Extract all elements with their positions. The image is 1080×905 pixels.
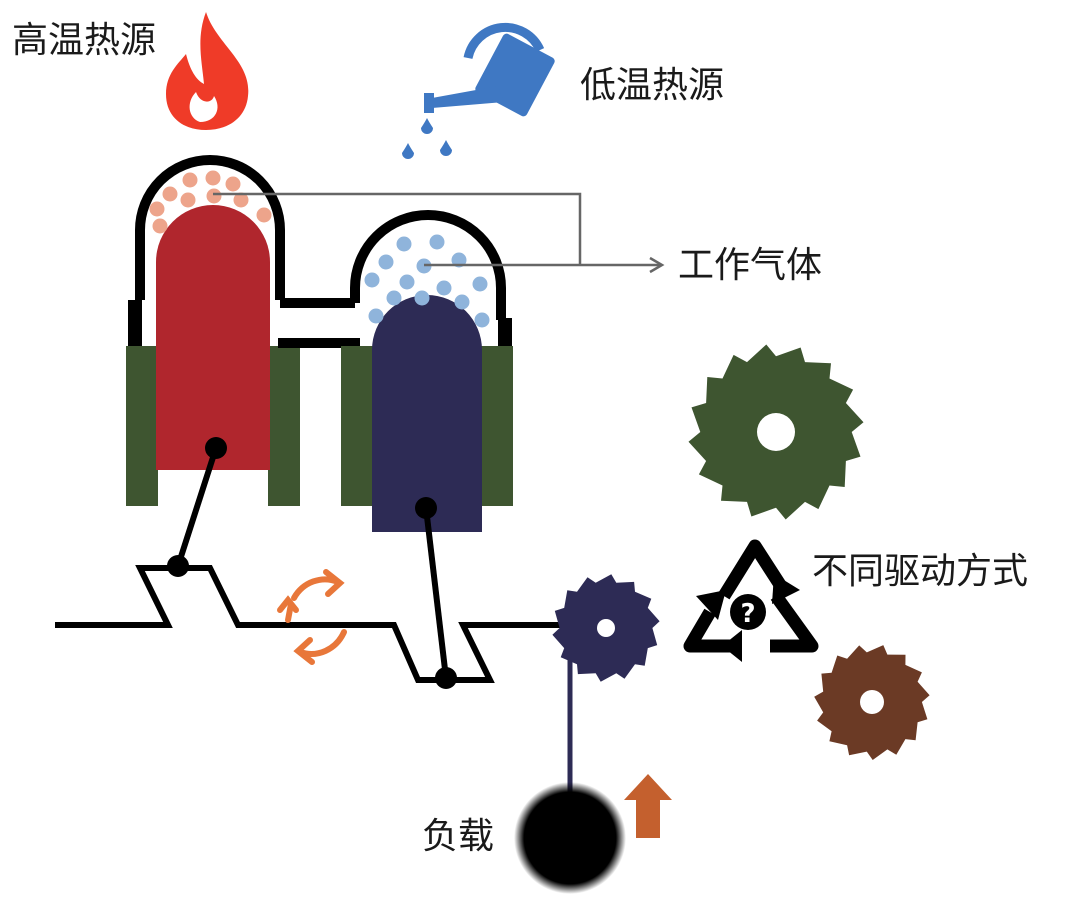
cold-cylinder-jacket-left [341, 346, 373, 506]
navy-gear-hole [597, 619, 615, 637]
crankshaft [55, 565, 610, 683]
cold-gas-particles [364, 234, 490, 328]
connecting-rods [175, 447, 449, 679]
up-arrow-icon [624, 774, 672, 838]
hot-source-label: 高温热源 [12, 20, 156, 61]
drive-modes-label: 不同驱动方式 [812, 551, 1028, 592]
watering-can-icon [402, 22, 555, 159]
hot-cylinder [126, 155, 300, 506]
cold-source-label: 低温热源 [580, 65, 724, 106]
pivot-joints [167, 437, 457, 689]
working-gas-label: 工作气体 [678, 245, 822, 286]
connecting-pipe [278, 298, 360, 348]
question-mark: ? [740, 599, 755, 629]
flame-icon [166, 12, 249, 130]
brown-gear-hole [860, 690, 884, 714]
hot-cylinder-jacket-left [126, 346, 158, 506]
cold-cylinder [341, 210, 513, 532]
hot-cylinder-jacket-right [268, 346, 300, 506]
hot-gas-particles [149, 170, 272, 234]
working-gas-pointer [213, 192, 665, 274]
recycle-question-icon: ? [683, 539, 819, 662]
gears [552, 344, 930, 760]
load-label: 负载 [422, 816, 494, 857]
cold-piston [372, 295, 482, 532]
green-gear-hole [757, 413, 795, 451]
cold-cylinder-jacket-right [481, 346, 513, 506]
hot-piston [156, 205, 270, 470]
load-weight [514, 782, 626, 894]
rotation-arrows-icon [277, 569, 347, 665]
